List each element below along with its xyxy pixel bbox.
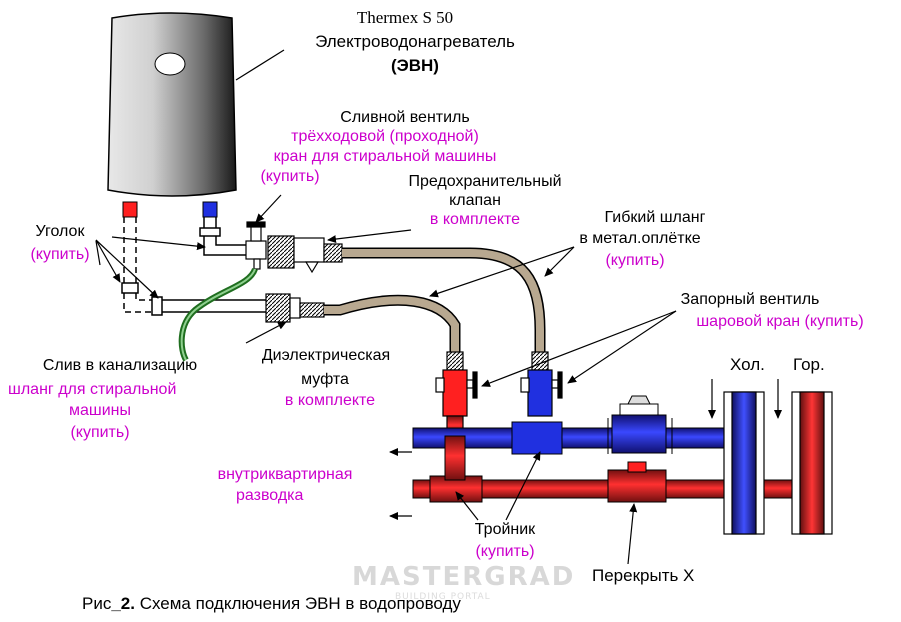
caption-text: Схема подключения ЭВН в водопроводу bbox=[134, 594, 461, 613]
tee-title: Тройник bbox=[474, 521, 536, 538]
tee-pointer-b bbox=[505, 451, 541, 521]
flex-hose-buy[interactable]: (купить) bbox=[605, 252, 665, 269]
hot-riser-label: Гор. bbox=[793, 355, 825, 374]
cold-inlet-pipe bbox=[199, 217, 246, 256]
heater-pointer bbox=[235, 49, 285, 81]
sewer-line2: машины bbox=[68, 402, 131, 419]
safety-valve-line2: клапан bbox=[449, 192, 501, 209]
internal-line2: разводка bbox=[236, 487, 304, 504]
elbow-pointer-c bbox=[111, 236, 206, 251]
hose-pointer-a bbox=[544, 246, 575, 277]
cold-riser bbox=[723, 391, 765, 535]
flex-hose-line2: в метал.оплётке bbox=[579, 230, 701, 247]
flexible-hose-right bbox=[342, 247, 546, 352]
drain-valve-buy[interactable]: (купить) bbox=[260, 168, 320, 185]
drain-valve-line1: трёхходовой (проходной) bbox=[291, 128, 479, 145]
safety-valve-note: в комплекте bbox=[429, 211, 521, 228]
shutoff-pointer-a bbox=[567, 310, 677, 384]
leader-lines bbox=[95, 194, 782, 565]
dielectric-coupling-assembly bbox=[265, 293, 325, 323]
drain-valve-assembly bbox=[245, 221, 343, 274]
elbow-buy[interactable]: (купить) bbox=[30, 246, 90, 263]
cold-riser-label: Хол. bbox=[730, 355, 765, 374]
mastergrad-watermark: MASTERGRAD bbox=[352, 562, 576, 592]
safety-valve-pointer bbox=[327, 229, 412, 244]
elbow-title: Уголок bbox=[35, 223, 85, 240]
flexible-hose-left bbox=[324, 294, 461, 352]
drain-valve-pointer bbox=[255, 194, 282, 223]
elbow-pointer-stem bbox=[95, 240, 101, 266]
sewer-line1: шланг для стиральной bbox=[8, 381, 177, 398]
internal-line1: внутриквартирная bbox=[217, 466, 353, 483]
coupling-note: в комплекте bbox=[284, 392, 376, 409]
mastergrad-watermark-sub: BUILDING PORTAL bbox=[395, 592, 491, 602]
green-drain-hose bbox=[178, 267, 258, 362]
heater-model-label: Thermex S 50 bbox=[356, 8, 454, 27]
hot-outlet-pipe bbox=[121, 217, 268, 316]
heater-abbr-label: (ЭВН) bbox=[391, 56, 439, 75]
caption-prefix: Рис bbox=[82, 594, 112, 613]
ball-valve-hot bbox=[435, 351, 478, 437]
hot-main-pipe bbox=[412, 435, 794, 503]
elbow-pointer-b bbox=[95, 239, 159, 299]
heater-name-label: Электроводонагреватель bbox=[315, 32, 515, 51]
drain-valve-title: Сливной вентиль bbox=[340, 109, 470, 126]
close-x-pointer bbox=[627, 503, 638, 565]
shutoff-title: Запорный вентиль bbox=[680, 291, 820, 308]
coupling-pointer bbox=[245, 321, 287, 344]
coupling-line1: Диэлектрическая bbox=[261, 347, 391, 364]
tee-pointer-a bbox=[455, 491, 479, 521]
ball-valve-cold bbox=[520, 351, 563, 417]
shutoff-sub[interactable]: шаровой кран (купить) bbox=[696, 313, 864, 330]
figure-caption: Рис_2. Схема подключения ЭВН в водопрово… bbox=[82, 594, 461, 614]
flex-hose-line1: Гибкий шланг bbox=[604, 209, 706, 226]
coupling-line2: муфта bbox=[301, 371, 349, 388]
elbow-pointer-a bbox=[95, 239, 121, 283]
shutoff-pointer-b bbox=[481, 310, 677, 387]
sewer-title: Слив в канализацию bbox=[42, 357, 198, 374]
caption-number: _2. bbox=[111, 594, 135, 613]
hose-pointer-b bbox=[429, 246, 575, 298]
water-heater-tank bbox=[107, 12, 237, 218]
drain-valve-line2: кран для стиральной машины bbox=[273, 148, 497, 165]
sewer-buy[interactable]: (купить) bbox=[70, 424, 130, 441]
tee-buy[interactable]: (купить) bbox=[475, 543, 535, 560]
hot-riser bbox=[791, 391, 833, 535]
safety-valve-line1: Предохранительный bbox=[408, 173, 562, 190]
cold-main-pipe bbox=[412, 395, 734, 455]
close-x-label: Перекрыть Х bbox=[592, 566, 695, 585]
